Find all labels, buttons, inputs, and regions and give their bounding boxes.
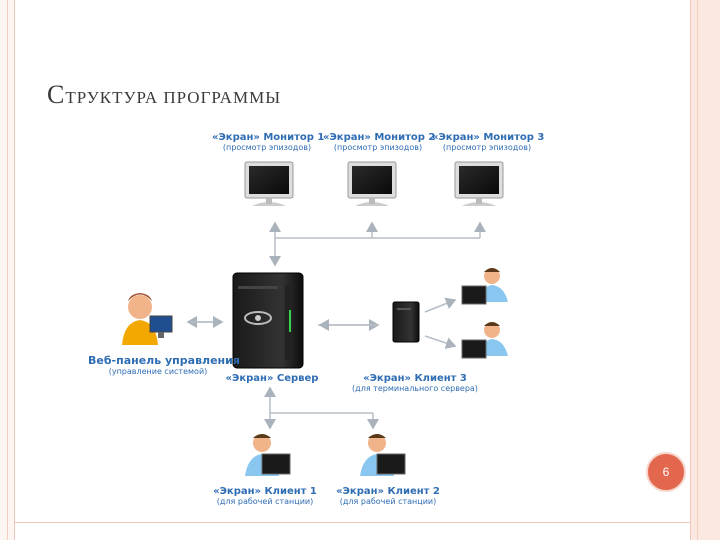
client-2-title: «Экран» Клиент 2 xyxy=(336,486,440,497)
client-1-subtitle: (для рабочей станции) xyxy=(216,497,314,506)
server-icon xyxy=(232,272,304,369)
page-number-badge: 6 xyxy=(646,452,686,492)
terminal-server-icon xyxy=(392,301,420,343)
monitor-1-label: «Экран» Монитор 1 (просмотр эпизодов) xyxy=(212,132,325,152)
webpanel-user-icon xyxy=(122,293,173,345)
client-1-user-icon xyxy=(245,434,291,476)
monitor-1-icon xyxy=(244,161,294,206)
monitor-1-title: «Экран» Монитор 1 xyxy=(212,132,325,143)
slide-frame-right-line xyxy=(697,0,698,540)
webpanel-subtitle: (управление системой) xyxy=(108,367,208,376)
title-rest: ТРУКТУРА ПРОГРАММЫ xyxy=(65,88,282,107)
client-3-subtitle: (для терминального сервера) xyxy=(352,384,478,393)
slide-frame-left-line xyxy=(7,0,8,540)
terminal-user-2-icon xyxy=(461,322,508,359)
terminal-user-1-icon xyxy=(461,268,508,305)
server-label: «Экран» Сервер xyxy=(212,373,332,384)
monitor-3-subtitle: (просмотр эпизодов) xyxy=(442,143,532,152)
monitor-2-subtitle: (просмотр эпизодов) xyxy=(333,143,423,152)
slide-frame-bottom xyxy=(14,522,690,541)
monitor-3-icon xyxy=(454,161,504,206)
slide-title: СТРУКТУРА ПРОГРАММЫ xyxy=(47,80,281,110)
title-initial: С xyxy=(47,80,66,109)
client-3-title: «Экран» Клиент 3 xyxy=(363,373,467,384)
webpanel-label: Веб-панель управления (управление систем… xyxy=(88,354,240,376)
connector-client3 xyxy=(318,297,457,349)
monitor-1-subtitle: (просмотр эпизодов) xyxy=(222,143,312,152)
client-3-label: «Экран» Клиент 3 (для терминального серв… xyxy=(335,373,495,393)
connector-clients xyxy=(264,386,379,430)
client-2-label: «Экран» Клиент 2 (для рабочей станции) xyxy=(328,486,448,506)
connector-monitors xyxy=(269,221,486,267)
monitor-2-icon xyxy=(347,161,397,206)
client-1-label: «Экран» Клиент 1 (для рабочей станции) xyxy=(205,486,325,506)
client-2-user-icon xyxy=(360,434,406,476)
monitor-2-title: «Экран» Монитор 2 xyxy=(323,132,436,143)
client-2-subtitle: (для рабочей станции) xyxy=(339,497,437,506)
slide-frame-right xyxy=(690,0,720,540)
webpanel-title: Веб-панель управления xyxy=(88,354,240,367)
monitor-3-label: «Экран» Монитор 3 (просмотр эпизодов) xyxy=(432,132,545,152)
server-title: «Экран» Сервер xyxy=(225,373,319,384)
client-1-title: «Экран» Клиент 1 xyxy=(213,486,317,497)
monitor-2-label: «Экран» Монитор 2 (просмотр эпизодов) xyxy=(323,132,436,152)
monitor-3-title: «Экран» Монитор 3 xyxy=(432,132,545,143)
